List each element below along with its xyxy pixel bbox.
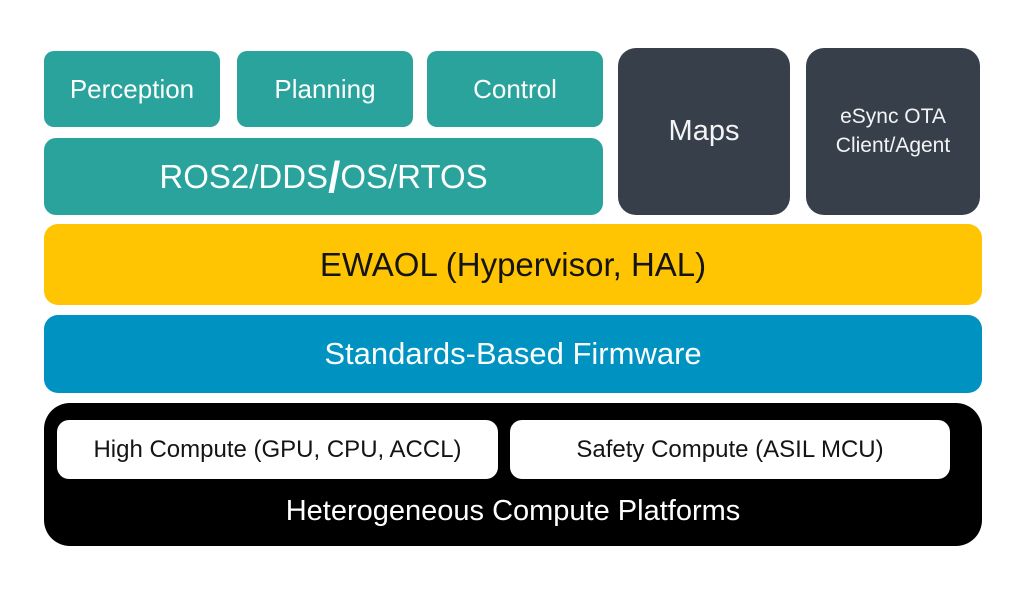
esync-label-line2: Client/Agent	[835, 133, 951, 157]
high-compute-box: High Compute (GPU, CPU, ACCL)	[57, 420, 498, 479]
planning-box: Planning	[237, 51, 413, 127]
platform-caption: Heterogeneous Compute Platforms	[44, 483, 982, 539]
middleware-box: ROS2/DDS/OS/RTOS	[44, 138, 603, 215]
planning-label: Planning	[274, 73, 376, 104]
maps-box: Maps	[618, 48, 790, 215]
firmware-label: Standards-Based Firmware	[324, 336, 702, 371]
maps-label: Maps	[668, 115, 740, 147]
middleware-label-right: OS/RTOS	[340, 157, 488, 195]
esync-ota-box: eSync OTA Client/Agent	[806, 48, 980, 215]
platform-caption-label: Heterogeneous Compute Platforms	[285, 494, 741, 527]
safety-compute-label: Safety Compute (ASIL MCU)	[576, 435, 884, 463]
firmware-bar: Standards-Based Firmware	[44, 315, 982, 393]
control-box: Control	[427, 51, 603, 127]
perception-label: Perception	[69, 73, 195, 104]
ewaol-hypervisor-bar: EWAOL (Hypervisor, HAL)	[44, 224, 982, 305]
high-compute-label: High Compute (GPU, CPU, ACCL)	[93, 435, 462, 463]
control-label: Control	[473, 73, 557, 104]
perception-box: Perception	[44, 51, 220, 127]
compute-platform-container: High Compute (GPU, CPU, ACCL) Safety Com…	[44, 403, 982, 546]
esync-label-line1: eSync OTA	[840, 105, 946, 129]
ewaol-label: EWAOL (Hypervisor, HAL)	[319, 245, 707, 283]
safety-compute-box: Safety Compute (ASIL MCU)	[510, 420, 950, 479]
middleware-label-left: ROS2/DDS	[159, 157, 329, 195]
